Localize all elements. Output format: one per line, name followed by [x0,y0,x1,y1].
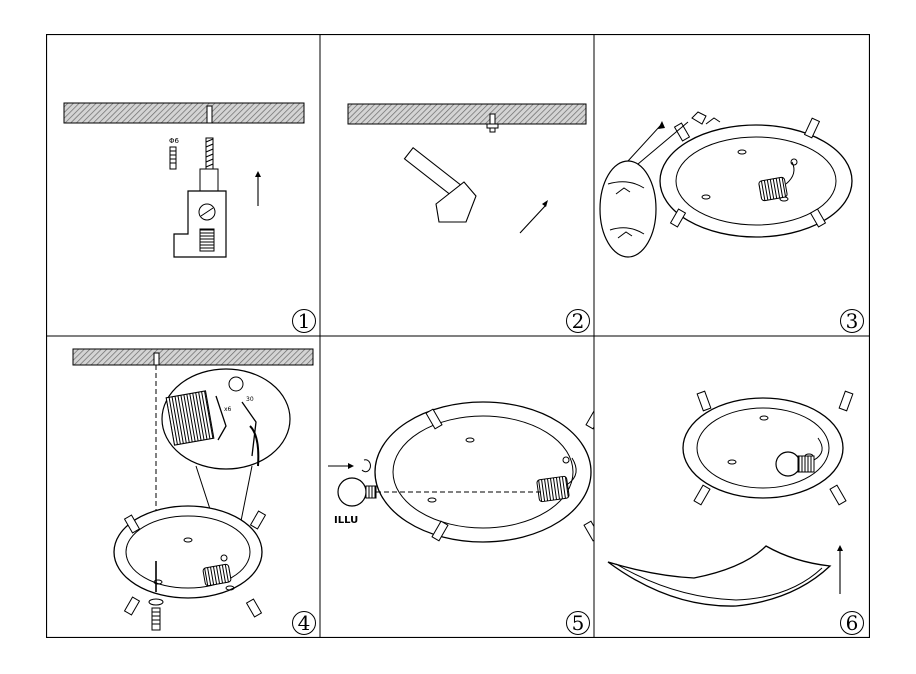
inset-mark-a: 30 [246,396,254,403]
step-1-panel: Φ6 1 [46,34,320,336]
instruction-grid: Φ6 1 [46,34,870,638]
hammer-icon [403,147,477,223]
step-number-2: 2 [566,309,590,333]
step-3-illustration [599,111,853,258]
screw-icon [205,137,214,171]
step-5-panel: ILLU 5 [320,336,594,638]
step-number-6: 6 [840,611,864,635]
step-2-panel: 2 [320,34,594,336]
step-number-4: 4 [292,611,316,635]
anchor-size-label: Φ6 [169,137,180,145]
ceiling-plate-icon [374,401,592,543]
screw-detail-icon [691,111,721,125]
step-6-panel: 6 [594,336,868,638]
step-6-illustration [607,390,854,607]
ceiling-plate-icon [113,505,263,599]
step-4-panel: 30 x6 [46,336,320,638]
up-arrow-icon [837,545,843,594]
step-number-3: 3 [840,309,864,333]
ceiling-plate-icon [682,397,844,499]
anchor-icon [169,146,177,170]
step-3-panel: 3 [594,34,868,336]
step-number-1: 1 [292,309,316,333]
step-4-illustration: 30 x6 [72,348,314,631]
step-2-illustration [347,103,587,234]
step-1-illustration: Φ6 [63,102,305,258]
inset-mark-b: x6 [224,406,232,413]
up-arrow-icon [519,200,548,234]
glass-shade-icon [607,545,832,607]
right-arrow-icon [328,459,371,473]
mounting-bracket-icon [173,168,227,258]
step-number-5: 5 [566,611,590,635]
up-arrow-icon [255,171,261,206]
step-5-illustration: ILLU [328,401,594,543]
bulb-label: ILLU [334,515,358,526]
